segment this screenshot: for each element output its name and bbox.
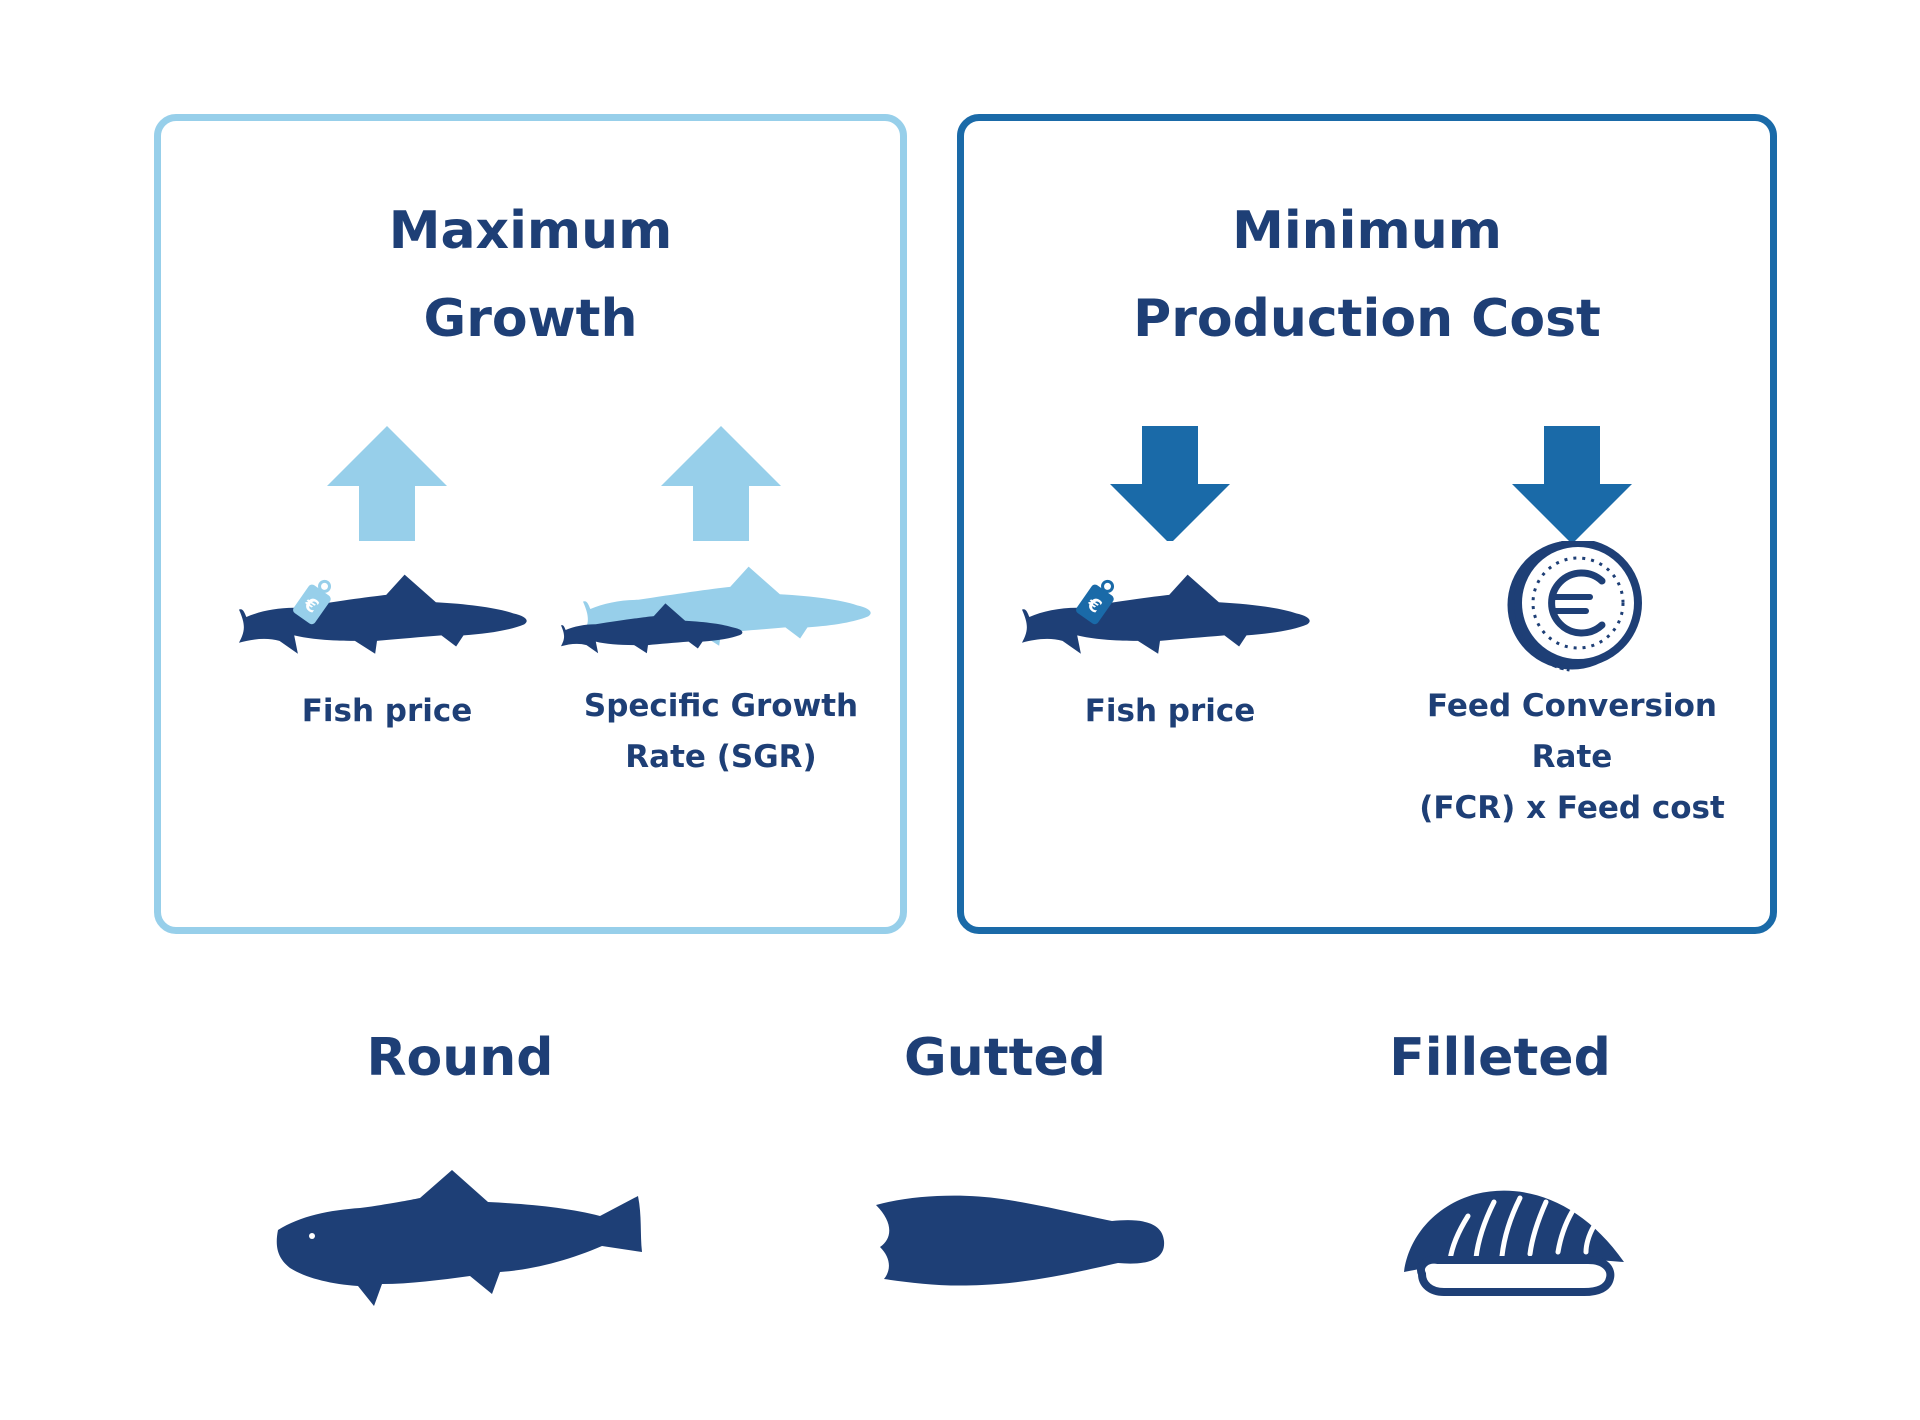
label-line: Fish price (301, 693, 473, 729)
fish-price-tag-icon: € (1022, 574, 1310, 654)
label-line: (FCR) x Feed cost (1419, 790, 1725, 826)
panel-title-line2: Growth (423, 289, 638, 349)
label-line: Rate (SGR) (625, 739, 817, 775)
label-line: Feed Conversion Rate (1426, 688, 1718, 775)
form-title-filleted: Filleted (1389, 1028, 1611, 1088)
cell-fish-price: € Fish price (1010, 426, 1330, 741)
gutted-fish-icon (876, 1195, 1165, 1286)
panel-title-line2: Production Cost (1133, 289, 1601, 349)
arrow-down-icon (1512, 426, 1632, 541)
form-title-round: Round (366, 1028, 554, 1088)
panel-maximum-growth: Maximum Growth € Fish price Specific Gro (154, 114, 907, 934)
arrow-up-icon (661, 426, 781, 541)
panel-title-line1: Minimum (1232, 201, 1502, 261)
label-fcr-feed-cost: Feed Conversion Rate (FCR) x Feed cost (1402, 681, 1742, 834)
label-specific-growth-rate: Specific Growth Rate (SGR) (561, 681, 881, 783)
label-line: Specific Growth (583, 688, 859, 724)
arrow-up-icon (327, 426, 447, 541)
fillet-icon (1404, 1190, 1624, 1296)
fish-price-tag-icon: € (239, 574, 527, 654)
panel-title: Maximum Growth (161, 187, 900, 363)
cell-fcr-feed-cost: Feed Conversion Rate (FCR) x Feed cost (1402, 426, 1742, 834)
panel-title-line1: Maximum (388, 201, 673, 261)
label-fish-price: Fish price (1010, 681, 1330, 741)
euro-coin-icon (1506, 541, 1642, 673)
panel-title: Minimum Production Cost (964, 187, 1770, 363)
arrow-down-icon (1110, 426, 1230, 541)
label-line: Fish price (1084, 693, 1256, 729)
round-fish-icon (276, 1170, 642, 1306)
panel-minimum-production-cost: Minimum Production Cost € Fish price (957, 114, 1777, 934)
cell-specific-growth-rate: Specific Growth Rate (SGR) (561, 426, 881, 783)
cell-fish-price: € Fish price (227, 426, 547, 741)
fish-growth-icon (561, 566, 871, 654)
label-fish-price: Fish price (227, 681, 547, 741)
form-title-gutted: Gutted (904, 1028, 1106, 1088)
